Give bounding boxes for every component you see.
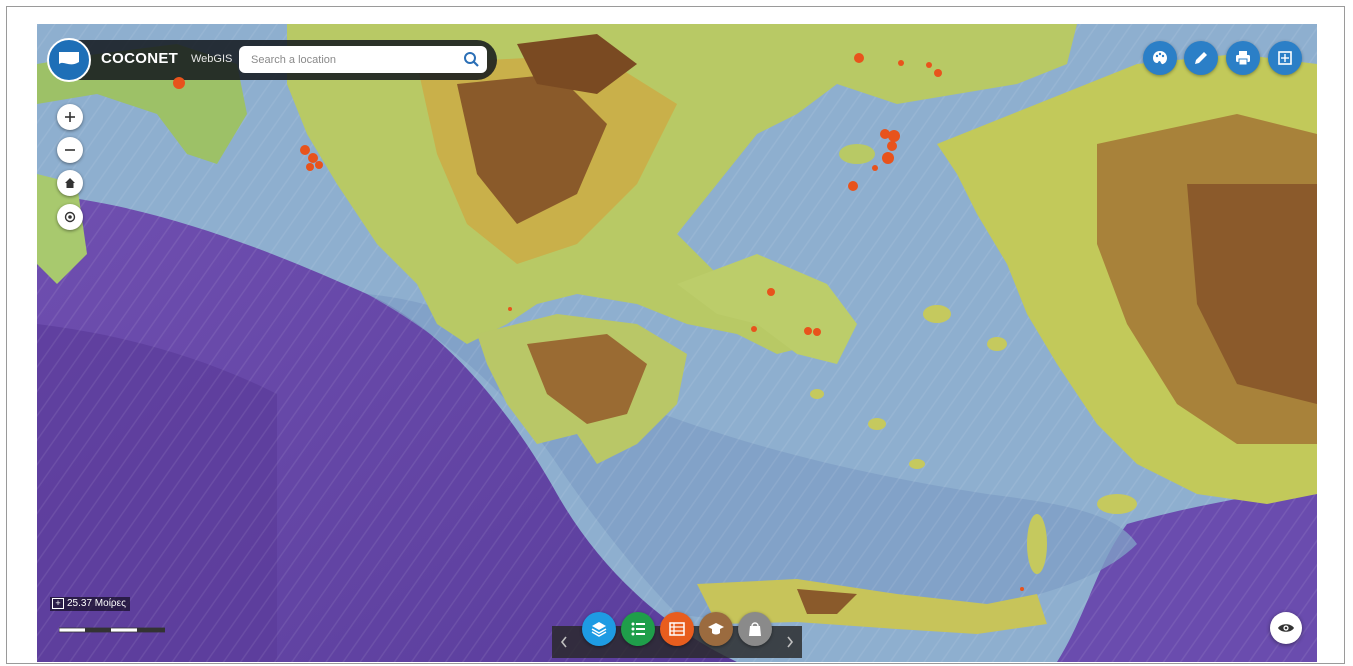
locate-button[interactable] bbox=[57, 204, 83, 230]
search-input[interactable] bbox=[239, 46, 449, 73]
chevron-left-icon bbox=[560, 636, 567, 648]
bottom-toolbar bbox=[552, 612, 802, 658]
bag-icon bbox=[749, 622, 761, 636]
print-tool-button[interactable] bbox=[1226, 41, 1260, 75]
style-tool-button[interactable] bbox=[1143, 41, 1177, 75]
coordinate-value: 25.37 Μοίρες bbox=[67, 598, 126, 609]
search-box bbox=[239, 46, 487, 73]
scale-bar bbox=[59, 627, 165, 633]
printer-icon bbox=[1236, 51, 1250, 66]
search-button[interactable] bbox=[455, 46, 487, 73]
logo-emblem-icon bbox=[59, 52, 79, 68]
graduation-cap-icon bbox=[708, 623, 724, 635]
education-button[interactable] bbox=[699, 612, 733, 646]
chevron-right-icon bbox=[787, 636, 794, 648]
map-canvas[interactable]: COCONET WebGIS bbox=[37, 24, 1317, 662]
minus-icon bbox=[65, 149, 75, 151]
draw-tool-button[interactable] bbox=[1184, 41, 1218, 75]
search-icon bbox=[464, 52, 479, 67]
zoom-out-button[interactable] bbox=[57, 137, 83, 163]
terrain-layer bbox=[37, 24, 1317, 662]
attribute-table-button[interactable] bbox=[660, 612, 694, 646]
expand-icon bbox=[1278, 51, 1292, 65]
zoom-in-button[interactable] bbox=[57, 104, 83, 130]
table-icon bbox=[669, 622, 685, 636]
dock-prev-button[interactable] bbox=[554, 626, 574, 658]
coordinate-readout: +25.37 Μοίρες bbox=[50, 597, 130, 611]
app-header: COCONET WebGIS bbox=[47, 38, 497, 82]
layers-button[interactable] bbox=[582, 612, 616, 646]
target-icon bbox=[64, 211, 76, 223]
toggle-visibility-button[interactable] bbox=[1270, 612, 1302, 644]
page-frame bbox=[6, 6, 1345, 664]
coconet-logo[interactable] bbox=[47, 38, 91, 82]
home-button[interactable] bbox=[57, 170, 83, 196]
dock-next-button[interactable] bbox=[780, 626, 800, 658]
bag-button[interactable] bbox=[738, 612, 772, 646]
plus-icon bbox=[65, 112, 75, 122]
legend-button[interactable] bbox=[621, 612, 655, 646]
palette-icon bbox=[1153, 51, 1167, 65]
list-icon bbox=[631, 622, 645, 636]
home-icon bbox=[65, 178, 75, 188]
app-subtitle: WebGIS bbox=[191, 53, 233, 65]
eye-icon bbox=[1278, 624, 1294, 632]
fullscreen-tool-button[interactable] bbox=[1268, 41, 1302, 75]
layers-icon bbox=[591, 622, 607, 637]
app-name: COCONET bbox=[101, 50, 179, 67]
pencil-icon bbox=[1195, 52, 1207, 64]
crosshair-icon: + bbox=[52, 598, 64, 609]
